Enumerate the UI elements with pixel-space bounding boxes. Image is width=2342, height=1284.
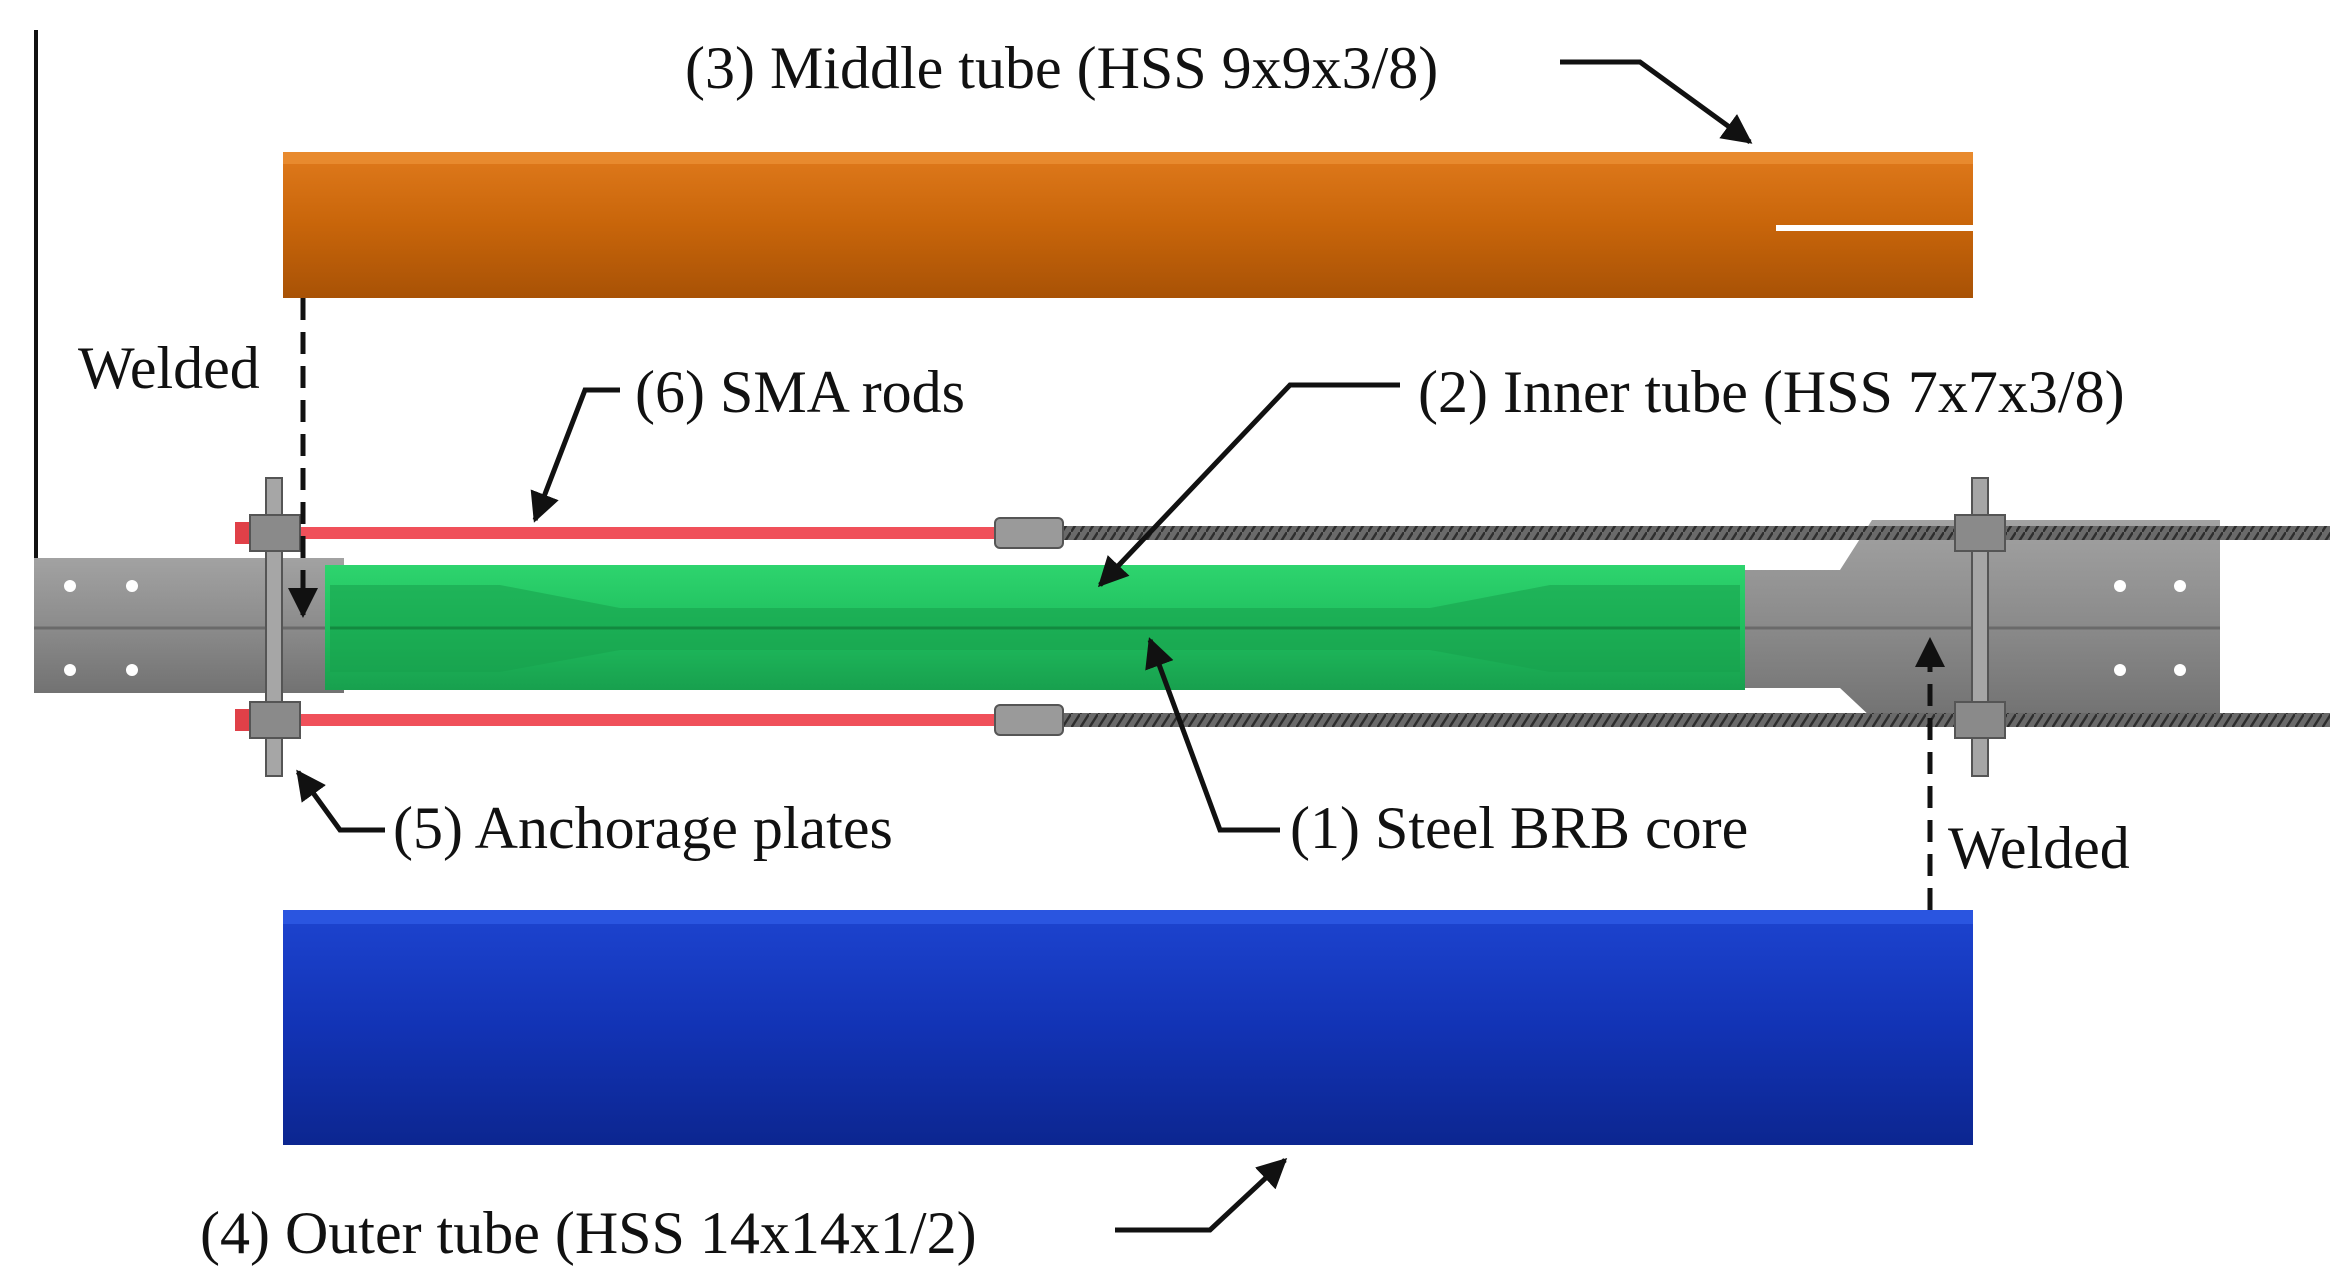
welded-left-label: Welded (78, 335, 260, 401)
anchorage-plate-right (1954, 477, 2006, 777)
inner-tube-leader (1097, 382, 1400, 588)
anchorage-plates-leader (295, 769, 385, 833)
anchorage-plates-label: (5) Anchorage plates (393, 795, 893, 861)
sma-rods-label: (6) SMA rods (635, 359, 965, 425)
middle-tube-leader (1560, 59, 1753, 145)
middle-tube (283, 152, 1973, 298)
outer-tube-label: (4) Outer tube (HSS 14x14x1/2) (200, 1200, 977, 1266)
anchorage-plate-left (249, 477, 301, 777)
core-left-end (34, 558, 344, 693)
inner-tube-label: (2) Inner tube (HSS 7x7x3/8) (1418, 359, 2125, 425)
rod-couplers (994, 517, 1064, 736)
sma-rods-leader (530, 387, 620, 523)
brb-core-leader (1145, 637, 1280, 833)
welded-right-label: Welded (1948, 815, 2130, 881)
outer-tube (283, 910, 1973, 1145)
middle-tube-label: (3) Middle tube (HSS 9x9x3/8) (685, 35, 1438, 101)
threaded-rods (1060, 526, 2330, 727)
outer-tube-leader (1115, 1157, 1288, 1233)
inner-tube (325, 565, 1745, 690)
brb-core-label: (1) Steel BRB core (1290, 795, 1748, 861)
